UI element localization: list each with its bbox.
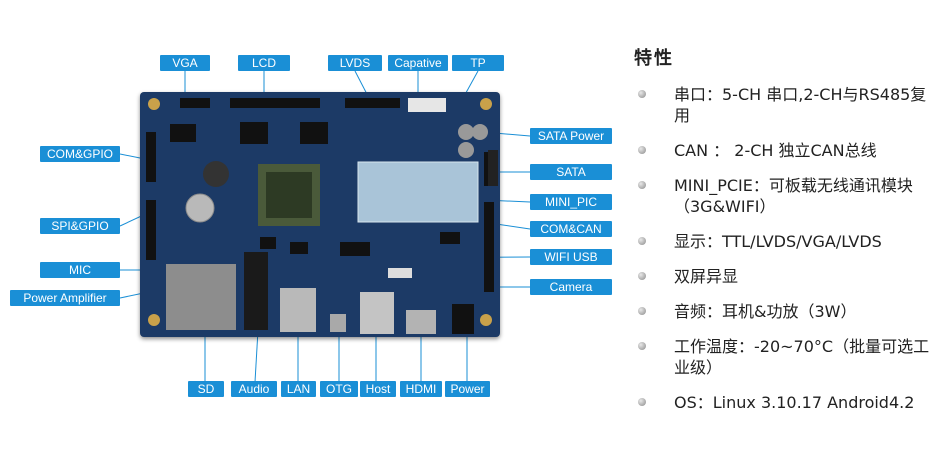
label-camera: Camera <box>530 279 612 295</box>
bullet-icon <box>638 307 646 315</box>
label-mic: MIC <box>40 262 120 278</box>
label-tp: TP <box>452 55 504 71</box>
bullet-icon <box>638 272 646 280</box>
feature-text: 双屏异显 <box>674 267 739 286</box>
label-wifi-usb: WIFI USB <box>530 249 612 265</box>
label-mini-pic: MINI_PIC <box>530 194 612 210</box>
circuit-board <box>140 92 500 337</box>
feature-text: CAN ： 2-CH 独立CAN总线 <box>674 141 877 160</box>
feature-item: 双屏异显 <box>632 266 932 287</box>
feature-item: MINI_PCIE：可板载无线通讯模块（3G&WIFI） <box>632 175 932 217</box>
label-com-gpio: COM&GPIO <box>40 146 120 162</box>
board-artwork <box>146 98 498 334</box>
feature-item: CAN ： 2-CH 独立CAN总线 <box>632 140 932 161</box>
features-title: 特性 <box>634 48 674 69</box>
label-sata: SATA <box>530 164 612 180</box>
bullet-icon <box>638 398 646 406</box>
feature-item: 音频：耳机&功放（3W） <box>632 301 932 322</box>
feature-text: 音频：耳机&功放（3W） <box>674 302 857 321</box>
label-sd: SD <box>188 381 224 397</box>
feature-item: 工作温度：-20~70°C（批量可选工业级） <box>632 336 932 378</box>
label-host: Host <box>360 381 396 397</box>
label-power-amplifier: Power Amplifier <box>10 290 120 306</box>
feature-text: 工作温度：-20~70°C（批量可选工业级） <box>674 337 930 377</box>
feature-text: OS：Linux 3.10.17 Android4.2 <box>674 393 915 412</box>
bullet-icon <box>638 342 646 350</box>
board-diagram: VGA LCD LVDS Capative TP COM&GPIO SPI&GP… <box>10 55 612 397</box>
feature-text: 串口：5-CH 串口,2-CH与RS485复用 <box>674 85 927 125</box>
label-com-can: COM&CAN <box>530 221 612 237</box>
label-otg: OTG <box>320 381 358 397</box>
label-power: Power <box>445 381 490 397</box>
feature-item: 显示：TTL/LVDS/VGA/LVDS <box>632 231 932 252</box>
label-hdmi: HDMI <box>400 381 442 397</box>
bullet-icon <box>638 181 646 189</box>
bullet-icon <box>638 146 646 154</box>
feature-text: 显示：TTL/LVDS/VGA/LVDS <box>674 232 882 251</box>
feature-item: OS：Linux 3.10.17 Android4.2 <box>632 392 932 413</box>
label-vga: VGA <box>160 55 210 71</box>
features-list: 串口：5-CH 串口,2-CH与RS485复用 CAN ： 2-CH 独立CAN… <box>632 84 932 413</box>
features-panel: 特性 串口：5-CH 串口,2-CH与RS485复用 CAN ： 2-CH 独立… <box>632 44 932 427</box>
label-lvds: LVDS <box>328 55 382 71</box>
label-lcd: LCD <box>238 55 290 71</box>
bullet-icon <box>638 237 646 245</box>
label-audio: Audio <box>231 381 277 397</box>
feature-text: MINI_PCIE：可板载无线通讯模块（3G&WIFI） <box>674 176 913 216</box>
bullet-icon <box>638 90 646 98</box>
label-lan: LAN <box>281 381 316 397</box>
label-capative: Capative <box>388 55 448 71</box>
label-spi-gpio: SPI&GPIO <box>40 218 120 234</box>
label-sata-power: SATA Power <box>530 128 612 144</box>
feature-item: 串口：5-CH 串口,2-CH与RS485复用 <box>632 84 932 126</box>
